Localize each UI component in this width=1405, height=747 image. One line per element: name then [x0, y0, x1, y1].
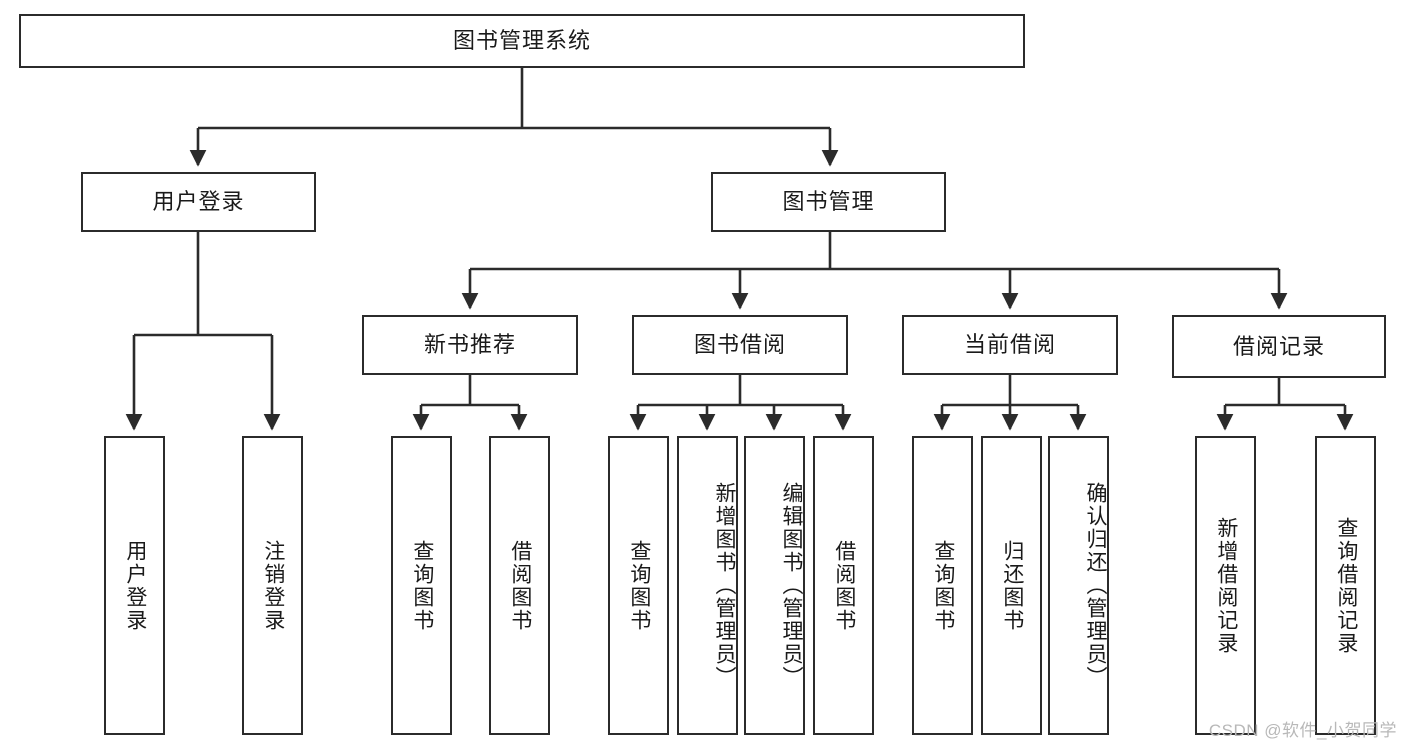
- node-leaf-logout[interactable]: 注销登录: [242, 436, 303, 735]
- node-leaf-return-book[interactable]: 归还图书: [981, 436, 1042, 735]
- node-new-book-recommend-label: 新书推荐: [423, 332, 516, 358]
- node-leaf-query-book-recommend-label: 查询图书: [410, 539, 434, 632]
- node-book-management-label: 图书管理: [782, 189, 875, 215]
- node-leaf-user-login-label: 用户登录: [123, 539, 147, 632]
- node-leaf-confirm-return-admin-label: 确认归还（管理员）: [1084, 482, 1107, 689]
- node-leaf-borrow-book[interactable]: 借阅图书: [813, 436, 874, 735]
- node-leaf-edit-book-admin-label: 编辑图书（管理员）: [780, 482, 803, 689]
- node-current-borrow-label: 当前借阅: [963, 332, 1056, 358]
- node-root[interactable]: 图书管理系统: [19, 14, 1025, 68]
- node-user-login[interactable]: 用户登录: [81, 172, 316, 232]
- node-leaf-add-borrow-record[interactable]: 新增借阅记录: [1195, 436, 1256, 735]
- node-leaf-add-book-admin-label: 新增图书（管理员）: [713, 482, 736, 689]
- watermark: CSDN @软件_小贺同学: [1208, 721, 1397, 740]
- node-current-borrow[interactable]: 当前借阅: [902, 315, 1118, 375]
- node-leaf-logout-label: 注销登录: [261, 539, 285, 632]
- node-leaf-query-borrow-record[interactable]: 查询借阅记录: [1315, 436, 1376, 735]
- node-borrow-record[interactable]: 借阅记录: [1172, 315, 1386, 378]
- node-leaf-borrow-book-recommend-label: 借阅图书: [508, 539, 532, 632]
- node-leaf-confirm-return-admin[interactable]: 确认归还（管理员）: [1048, 436, 1109, 735]
- node-book-borrow[interactable]: 图书借阅: [632, 315, 848, 375]
- node-leaf-borrow-book-recommend[interactable]: 借阅图书: [489, 436, 550, 735]
- node-leaf-add-book-admin[interactable]: 新增图书（管理员）: [677, 436, 738, 735]
- node-leaf-edit-book-admin[interactable]: 编辑图书（管理员）: [744, 436, 805, 735]
- node-book-borrow-label: 图书借阅: [693, 332, 786, 358]
- node-leaf-return-book-label: 归还图书: [1000, 539, 1024, 632]
- node-leaf-query-borrow-record-label: 查询借阅记录: [1334, 516, 1358, 655]
- node-leaf-user-login[interactable]: 用户登录: [104, 436, 165, 735]
- node-leaf-borrow-book-label: 借阅图书: [832, 539, 856, 632]
- node-root-label: 图书管理系统: [452, 28, 591, 54]
- node-user-login-label: 用户登录: [152, 189, 245, 215]
- node-leaf-query-book-borrow-label: 查询图书: [627, 539, 651, 632]
- node-leaf-query-book-current[interactable]: 查询图书: [912, 436, 973, 735]
- node-leaf-query-book-borrow[interactable]: 查询图书: [608, 436, 669, 735]
- node-leaf-add-borrow-record-label: 新增借阅记录: [1214, 516, 1238, 655]
- node-leaf-query-book-current-label: 查询图书: [931, 539, 955, 632]
- node-leaf-query-book-recommend[interactable]: 查询图书: [391, 436, 452, 735]
- node-borrow-record-label: 借阅记录: [1232, 333, 1325, 359]
- node-book-management[interactable]: 图书管理: [711, 172, 946, 232]
- node-new-book-recommend[interactable]: 新书推荐: [362, 315, 578, 375]
